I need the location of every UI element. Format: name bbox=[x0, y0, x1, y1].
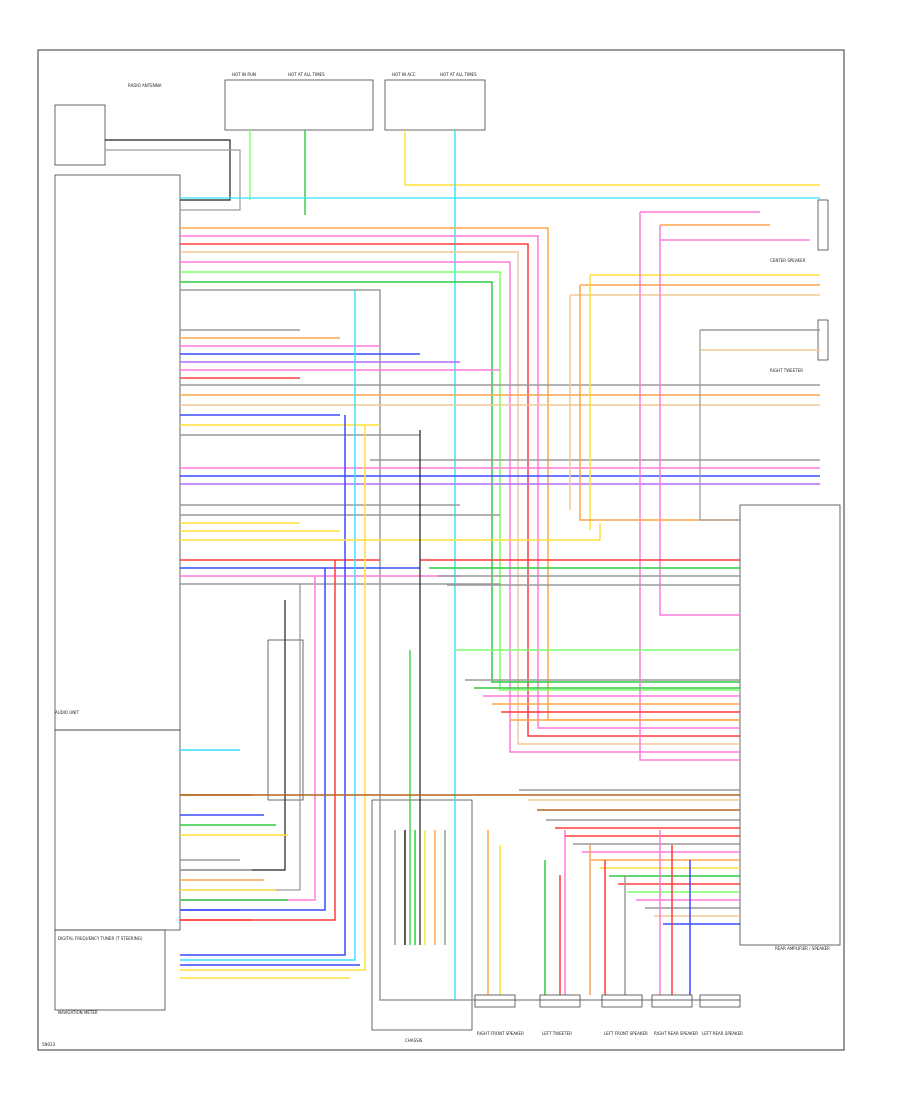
vert-yellow-2 bbox=[180, 523, 601, 541]
riser-gray bbox=[699, 330, 740, 521]
fuse-label-2: HOT AT ALL TIMES bbox=[288, 72, 325, 77]
rear-amp-label: REAR AMPLIFIER / SPEAKER bbox=[775, 946, 830, 951]
vert-yellow bbox=[180, 425, 366, 971]
speaker-box-3 bbox=[651, 994, 693, 1008]
speaker-box-1 bbox=[539, 994, 581, 1008]
chassis-label: CHASSIS bbox=[405, 1038, 423, 1043]
wire-run-4 bbox=[180, 261, 740, 753]
audio-unit-label: AUDIO UNIT bbox=[55, 710, 79, 715]
rear-amp-box bbox=[739, 504, 841, 946]
riser-pink-2 bbox=[659, 225, 740, 616]
wire-run-3 bbox=[180, 251, 740, 745]
speaker-label-4: LEFT REAR SPEAKER bbox=[702, 1031, 743, 1036]
vert-cyan bbox=[180, 290, 356, 961]
vert-red bbox=[180, 560, 336, 921]
chassis-box bbox=[371, 799, 473, 1031]
vert-blue bbox=[180, 415, 346, 956]
antenna-wire-1 bbox=[105, 139, 231, 201]
fuse-box-right bbox=[384, 79, 486, 131]
wire-run-0 bbox=[180, 227, 740, 721]
wire-run-2 bbox=[180, 243, 740, 737]
nav-control-label: NAVIGATION METER bbox=[58, 1010, 98, 1015]
vehicle-speed-label: DIGITAL FREQUENCY TUNER (T STEERING) bbox=[58, 936, 143, 941]
speaker-box-0 bbox=[474, 994, 516, 1008]
front-tweeter-label: RIGHT TWEETER bbox=[770, 368, 803, 373]
footer-id: 5N023 bbox=[42, 1042, 56, 1047]
fuse-label-4: HOT AT ALL TIMES bbox=[440, 72, 477, 77]
speakers-group: RIGHT FRONT SPEAKER LEFT TWEETER LEFT FRON… bbox=[474, 994, 743, 1036]
fuse-box-left bbox=[224, 79, 374, 131]
radio-antenna-label: RADIO ANTENNA bbox=[128, 83, 162, 88]
fuse-label-1: HOT IN RUN bbox=[232, 72, 256, 77]
radio-antenna-box bbox=[54, 104, 106, 166]
riser-orange bbox=[579, 285, 740, 521]
vert-pink bbox=[180, 576, 316, 901]
diagram-frame bbox=[37, 49, 845, 1051]
fuse-drop-3 bbox=[404, 130, 820, 186]
lower-unit-box bbox=[54, 729, 181, 931]
speaker-label-0: RIGHT FRONT SPEAKER bbox=[477, 1031, 524, 1036]
antenna-wire-2 bbox=[105, 149, 241, 211]
audio-unit-box bbox=[54, 174, 181, 731]
center-speaker-label: CENTER SPEAKER bbox=[770, 258, 806, 263]
wire-run-1 bbox=[180, 235, 740, 729]
speaker-box-4 bbox=[699, 994, 741, 1008]
wire-run-7 bbox=[180, 289, 740, 1001]
speaker-label-1: LEFT TWEETER bbox=[542, 1031, 572, 1036]
riser-pink bbox=[639, 212, 740, 761]
speaker-box-2 bbox=[601, 994, 643, 1008]
wire-run-6 bbox=[180, 281, 740, 683]
vert-black bbox=[180, 600, 286, 871]
nav-unit-box bbox=[54, 929, 166, 1011]
vert-gray bbox=[180, 584, 301, 891]
wire-run-5 bbox=[180, 271, 740, 691]
right-connector-top bbox=[817, 199, 829, 251]
speaker-label-3: RIGHT REAR SPEAKER bbox=[654, 1031, 698, 1036]
speaker-label-2: LEFT FRONT SPEAKER bbox=[604, 1031, 648, 1036]
wires-group bbox=[105, 130, 820, 1001]
fuse-label-3: HOT IN ACC bbox=[392, 72, 416, 77]
right-connector-mid bbox=[817, 319, 829, 361]
